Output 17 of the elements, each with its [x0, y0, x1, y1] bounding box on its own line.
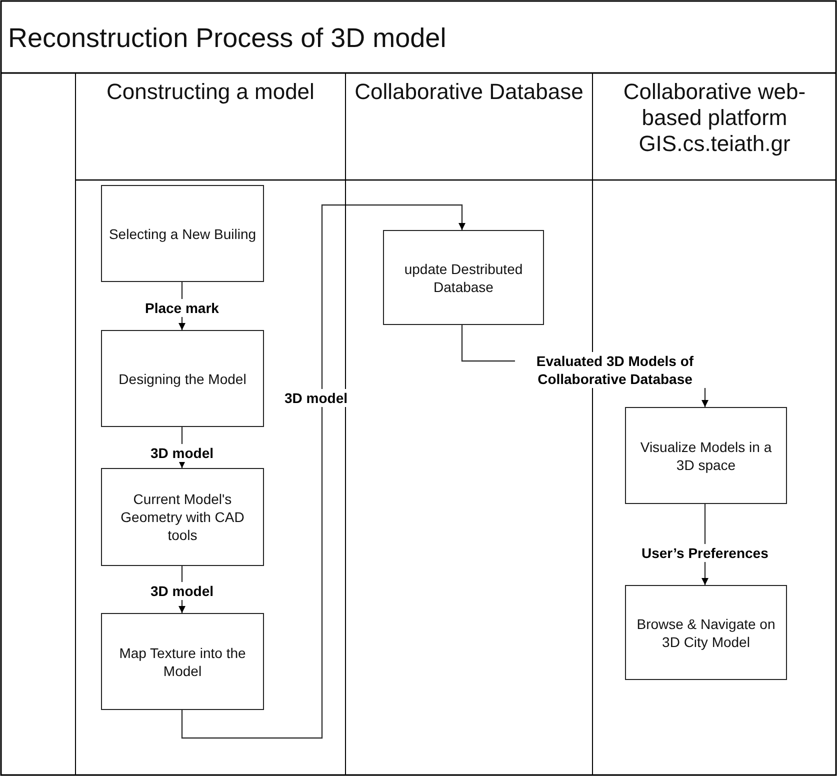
diagram-title: Reconstruction Process of 3D model	[8, 22, 446, 54]
lane-heading: Collaborative web-based platform GIS.cs.teiath.gr	[622, 79, 807, 157]
edge-label: 3D model	[284, 389, 348, 407]
process-box: update Destributed Database	[383, 230, 544, 325]
process-box: Current Model's Geometry with CAD tools	[101, 468, 264, 566]
process-box: Selecting a New Builing	[101, 185, 264, 282]
process-box: Browse & Navigate on 3D City Model	[625, 585, 787, 680]
edge-label: Place mark	[145, 299, 219, 317]
edge-label: User’s Preferences	[642, 544, 768, 562]
edge-label: 3D model	[150, 582, 214, 600]
process-box: Designing the Model	[101, 330, 264, 427]
edge-label: 3D model	[150, 444, 214, 462]
arrow	[181, 204, 466, 739]
process-box: Map Texture into the Model	[101, 613, 264, 710]
lane-heading: Constructing a model	[106, 79, 316, 105]
process-box: Visualize Models in a 3D space	[625, 407, 787, 504]
lane-heading: Collaborative Database	[354, 79, 584, 105]
